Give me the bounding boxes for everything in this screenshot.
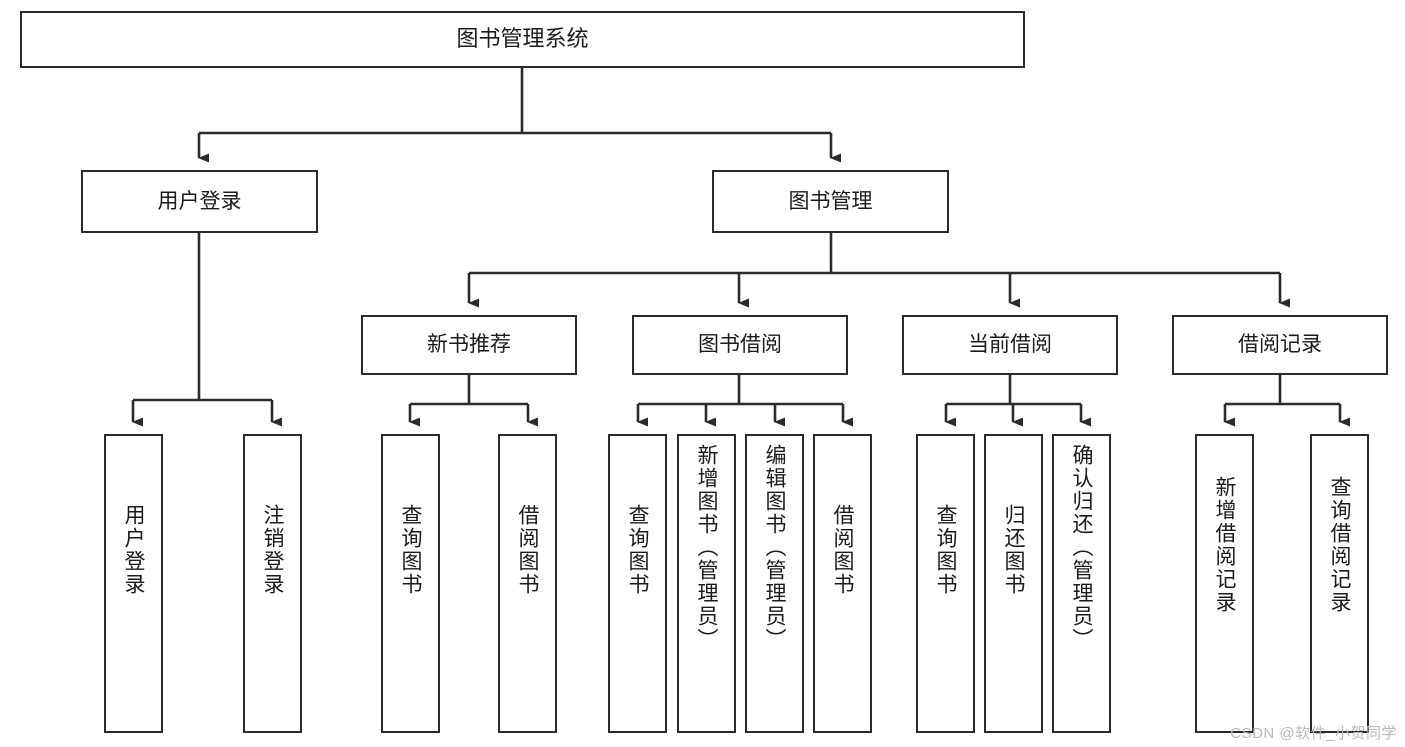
- node-user-login[interactable]: 用户登录: [81, 170, 318, 233]
- node-leaf-add-record[interactable]: 新增借阅记录: [1195, 434, 1254, 733]
- node-label: 用户登录: [157, 189, 242, 213]
- node-leaf-user-login[interactable]: 用户登录: [104, 434, 163, 733]
- node-leaf-query-book-1[interactable]: 查询图书: [381, 434, 440, 733]
- node-label: 借阅记录: [1238, 333, 1322, 357]
- node-leaf-edit-book[interactable]: 编辑图书（管理员）: [745, 434, 804, 733]
- node-label: 借阅图书: [516, 504, 539, 596]
- node-label: 注销登录: [261, 504, 284, 596]
- node-label: 查询图书: [934, 504, 957, 596]
- node-leaf-return-book[interactable]: 归还图书: [984, 434, 1043, 733]
- node-book-borrow[interactable]: 图书借阅: [632, 315, 848, 375]
- node-label: 用户登录: [122, 504, 145, 596]
- node-book-management[interactable]: 图书管理: [712, 170, 949, 233]
- node-label: 新增图书（管理员）: [695, 444, 718, 651]
- node-borrow-record[interactable]: 借阅记录: [1172, 315, 1388, 375]
- node-new-book-recommend[interactable]: 新书推荐: [361, 315, 577, 375]
- node-label: 图书借阅: [698, 333, 782, 357]
- node-label: 借阅图书: [831, 504, 854, 596]
- node-label: 当前借阅: [968, 333, 1052, 357]
- node-label: 查询图书: [399, 504, 422, 596]
- node-leaf-logout-login[interactable]: 注销登录: [243, 434, 302, 733]
- node-current-borrow[interactable]: 当前借阅: [902, 315, 1118, 375]
- node-label: 确认归还（管理员）: [1070, 444, 1093, 651]
- node-label: 归还图书: [1002, 504, 1025, 596]
- node-leaf-query-record[interactable]: 查询借阅记录: [1310, 434, 1369, 733]
- node-label: 图书管理系统: [456, 26, 589, 52]
- node-label: 查询图书: [626, 504, 649, 596]
- node-label: 新书推荐: [427, 333, 511, 357]
- node-leaf-query-book-2[interactable]: 查询图书: [608, 434, 667, 733]
- node-leaf-borrow-book-2[interactable]: 借阅图书: [813, 434, 872, 733]
- node-label: 新增借阅记录: [1213, 476, 1236, 614]
- node-label: 查询借阅记录: [1328, 476, 1351, 614]
- node-leaf-add-book[interactable]: 新增图书（管理员）: [677, 434, 736, 733]
- node-leaf-borrow-book-1[interactable]: 借阅图书: [498, 434, 557, 733]
- node-root-system[interactable]: 图书管理系统: [20, 11, 1025, 68]
- node-leaf-query-book-3[interactable]: 查询图书: [916, 434, 975, 733]
- node-leaf-confirm-return[interactable]: 确认归还（管理员）: [1052, 434, 1111, 733]
- node-label: 编辑图书（管理员）: [763, 444, 786, 651]
- node-label: 图书管理: [788, 189, 873, 213]
